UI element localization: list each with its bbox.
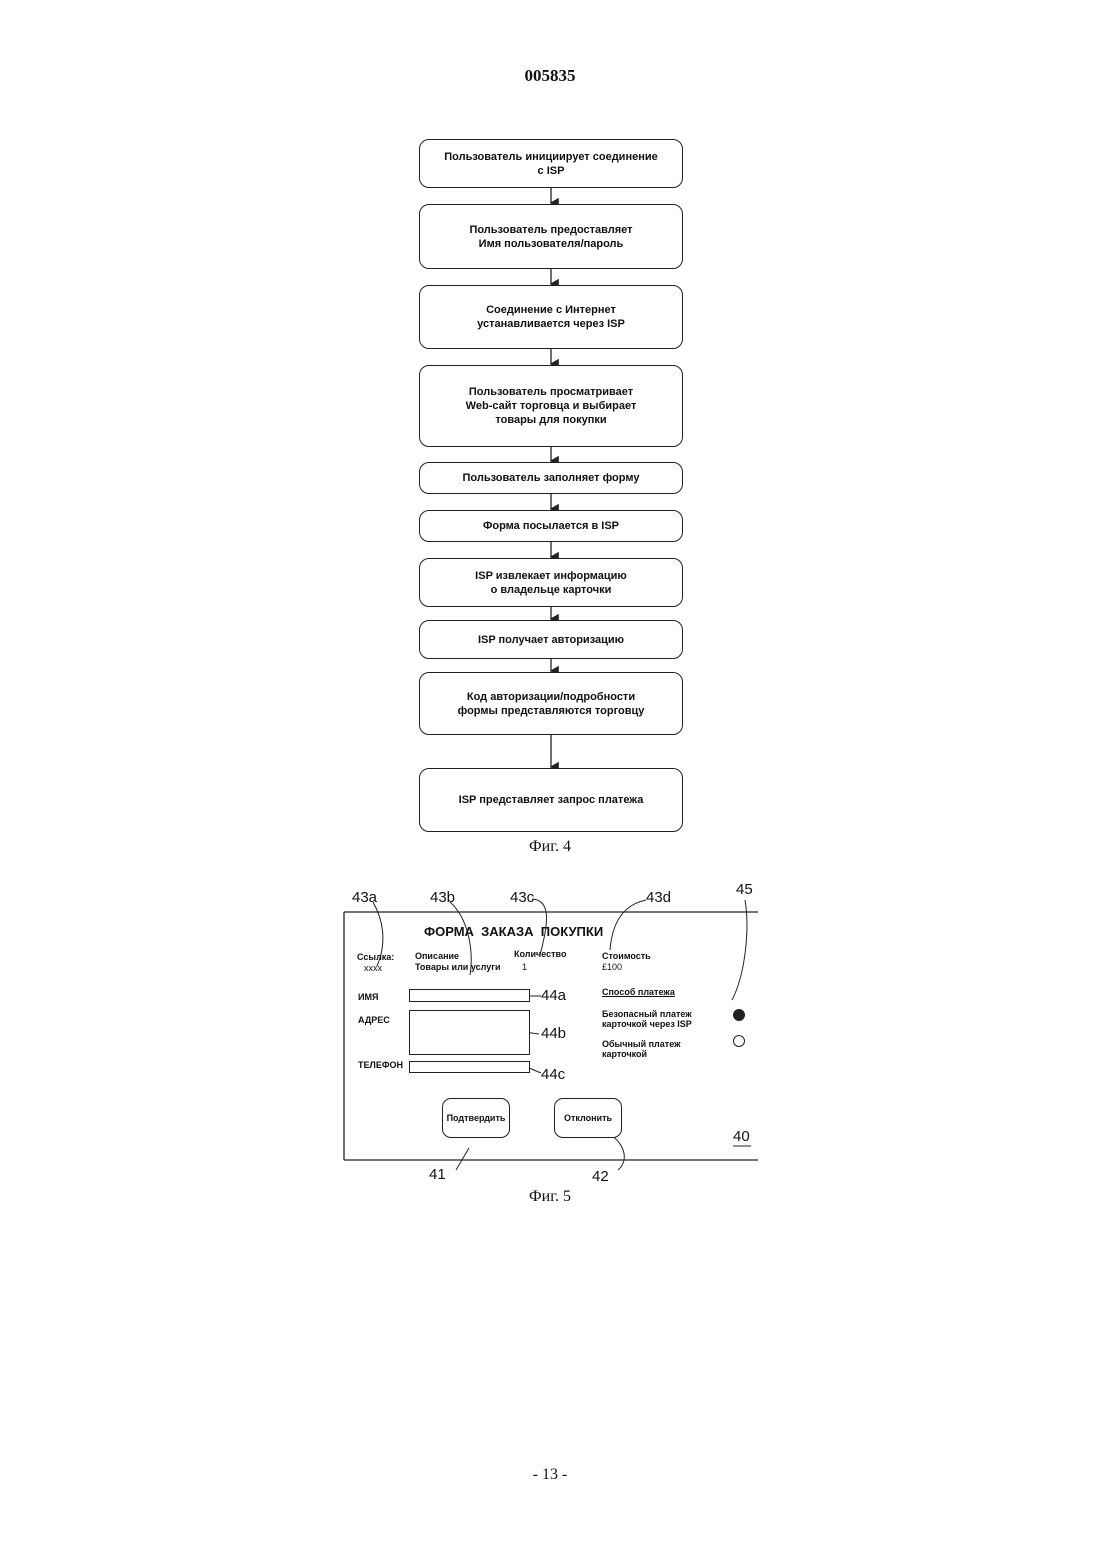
name-field[interactable] — [409, 989, 530, 1002]
document-number: 005835 — [0, 66, 1100, 86]
phone-field[interactable] — [409, 1061, 530, 1073]
address-field[interactable] — [409, 1010, 530, 1055]
address-label: АДРЕС — [358, 1015, 390, 1025]
payment-option-secure-radio[interactable] — [733, 1009, 745, 1021]
page-number: - 13 - — [0, 1466, 1100, 1484]
flow-step-4: Пользователь просматривает Web-сайт торг… — [419, 365, 683, 447]
ref-43b: 43b — [430, 889, 455, 906]
form-title: ФОРМА ЗАКАЗА ПОКУПКИ — [424, 924, 603, 939]
reject-button[interactable]: Отклонить — [554, 1098, 622, 1138]
ref-44a: 44a — [541, 987, 566, 1004]
cost-value: £100 — [602, 962, 622, 972]
description-value: Товары или услуги — [415, 962, 501, 972]
payment-option-regular-radio[interactable] — [733, 1035, 745, 1047]
flow-step-5: Пользователь заполняет форму — [419, 462, 683, 494]
quantity-label: Количество — [514, 949, 566, 959]
flow-step-10: ISP представляет запрос платежа — [419, 768, 683, 832]
figure-4-caption: Фиг. 4 — [0, 838, 1100, 856]
payment-option-secure-label: Безопасный платеж карточкой через ISP — [602, 1009, 692, 1029]
ref-value: xxxx — [364, 963, 382, 973]
flow-step-6: Форма посылается в ISP — [419, 510, 683, 542]
flow-step-9: Код авторизации/подробности формы предст… — [419, 672, 683, 735]
payment-option-regular-label: Обычный платеж карточкой — [602, 1039, 680, 1059]
ref-43c: 43c — [510, 889, 534, 906]
ref-43a: 43a — [352, 889, 377, 906]
ref-44b: 44b — [541, 1025, 566, 1042]
description-label: Описание — [415, 951, 459, 961]
confirm-button[interactable]: Подтвердить — [442, 1098, 510, 1138]
ref-42: 42 — [592, 1168, 609, 1185]
figure-5-caption: Фиг. 5 — [0, 1188, 1100, 1206]
ref-45: 45 — [736, 881, 753, 898]
phone-label: ТЕЛЕФОН — [358, 1060, 403, 1070]
ref-label: Ссылка: — [357, 952, 394, 962]
flow-step-7: ISP извлекает информацию о владельце кар… — [419, 558, 683, 607]
ref-41: 41 — [429, 1166, 446, 1183]
cost-label: Стоимость — [602, 951, 651, 961]
ref-40: 40 — [733, 1128, 750, 1145]
payment-method-heading: Способ платежа — [602, 987, 675, 997]
flow-step-2: Пользователь предоставляет Имя пользоват… — [419, 204, 683, 269]
flow-step-3: Соединение с Интернет устанавливается че… — [419, 285, 683, 349]
flow-step-1: Пользователь инициирует соединение с ISP — [419, 139, 683, 188]
ref-44c: 44c — [541, 1066, 565, 1083]
name-label: ИМЯ — [358, 992, 378, 1002]
ref-43d: 43d — [646, 889, 671, 906]
flow-step-8: ISP получает авторизацию — [419, 620, 683, 659]
quantity-value: 1 — [522, 962, 527, 972]
